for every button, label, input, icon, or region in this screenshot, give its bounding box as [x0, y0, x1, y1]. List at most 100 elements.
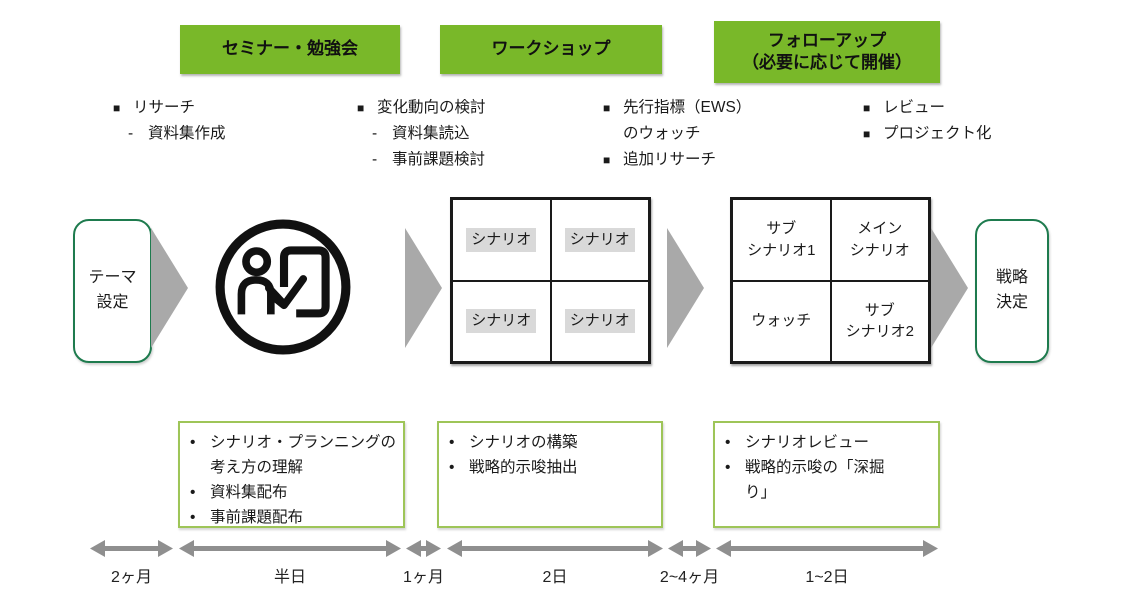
arrowhead-right-icon [648, 540, 663, 557]
deliverable-item: • シナリオレビュー [725, 430, 934, 455]
matrix-cell: サブ シナリオ2 [830, 280, 929, 362]
arrowhead-right-icon [426, 540, 441, 557]
task-item: ■ 変化動向の検討 [357, 95, 486, 121]
bullet-icon: • [725, 434, 731, 451]
square-bullet-icon: ■ [357, 101, 365, 115]
spacer [603, 121, 623, 147]
square-bullet-icon: ■ [113, 101, 121, 115]
duration-label: 半日 [273, 569, 307, 586]
task-subitem: - 事前課題検討 [357, 147, 486, 173]
cell-label: サブ [864, 301, 895, 319]
arrowhead-right-icon [923, 540, 938, 557]
dash-bullet-icon: - [128, 125, 134, 142]
deliverable-item: • シナリオ・プランニングの考え方の理解 [190, 430, 399, 480]
matrix-cell: サブ シナリオ1 [732, 199, 831, 281]
timeline-segment: 2日 [447, 540, 663, 586]
timeline-segment: 1~2日 [716, 540, 938, 586]
timeline-segment: 半日 [179, 540, 401, 586]
node-label: 戦略 [995, 269, 1028, 287]
task-text: 資料集作成 [148, 125, 226, 142]
scenario-label: シナリオ [466, 227, 537, 252]
arrowhead-right-icon [158, 540, 173, 557]
matrix-cell: メイン シナリオ [830, 199, 929, 281]
phase-header-workshop: ワークショップ [440, 25, 662, 74]
deliverables-box-seminar: • シナリオ・プランニングの考え方の理解 • 資料集配布 • 事前課題配布 [178, 421, 405, 528]
duration-label: 1ヶ月 [403, 569, 444, 586]
square-bullet-icon: ■ [603, 153, 611, 167]
task-text: 変化動向の検討 [377, 99, 486, 116]
task-list-seminar: ■ リサーチ - 資料集作成 [113, 95, 226, 147]
deliverable-item: • 戦略的示唆の「深掘り」 [725, 455, 934, 505]
bullet-icon: • [449, 434, 455, 451]
bullet-icon: • [190, 484, 196, 501]
scenario-label: シナリオ [564, 309, 635, 334]
matrix-cell: シナリオ [550, 280, 649, 362]
duration-label: 1~2日 [805, 569, 849, 586]
dash-bullet-icon: - [372, 125, 378, 142]
square-bullet-icon: ■ [603, 101, 611, 115]
scenario-label: シナリオ [564, 227, 635, 252]
task-list-review: ■ レビュー ■ プロジェクト化 [863, 95, 992, 147]
task-subitem: - 資料集読込 [357, 121, 486, 147]
phase-header-followup: フォローアップ （必要に応じて開催） [714, 21, 940, 83]
duration-label: 2~4ヶ月 [659, 569, 720, 586]
presentation-icon [215, 219, 351, 355]
timeline-line [458, 546, 652, 551]
cell-label: ウォッチ [751, 312, 812, 330]
task-item: ■ リサーチ [113, 95, 226, 121]
task-item: ■ プロジェクト化 [863, 121, 992, 147]
phase-header-seminar: セミナー・勉強会 [180, 25, 400, 74]
node-label: 決定 [995, 294, 1028, 311]
timeline-line [417, 546, 430, 551]
task-item: ■ レビュー [863, 95, 992, 121]
phase-title: フォローアップ [767, 30, 887, 50]
deliverable-text: 戦略的示唆の「深掘り」 [745, 459, 885, 501]
deliverable-text: シナリオレビュー [745, 434, 870, 451]
deliverables-box-followup: • シナリオレビュー • 戦略的示唆の「深掘り」 [713, 421, 940, 528]
bullet-icon: • [190, 434, 196, 451]
task-text: リサーチ [133, 99, 196, 116]
duration-label: 2ヶ月 [111, 569, 152, 586]
flow-arrow-icon [667, 228, 704, 348]
task-item-continuation: のウォッチ [603, 121, 751, 147]
flow-arrow-icon [151, 228, 188, 348]
task-text: レビュー [883, 99, 946, 116]
deliverable-text: 戦略的示唆抽出 [469, 459, 578, 476]
arrowhead-right-icon [696, 540, 711, 557]
deliverable-item: • 事前課題配布 [190, 505, 399, 530]
cell-label: シナリオ [849, 241, 910, 259]
phase-title: ワークショップ [491, 39, 611, 59]
cell-label: メイン [857, 220, 903, 237]
bullet-icon: • [725, 459, 731, 476]
phase-title: セミナー・勉強会 [222, 39, 358, 59]
timeline-segment: 2ヶ月 [90, 540, 173, 586]
matrix-cell: シナリオ [452, 280, 551, 362]
theme-setting-node: テーマ 設定 [73, 219, 152, 363]
matrix-cell: シナリオ [452, 199, 551, 281]
node-label: 設定 [96, 294, 129, 311]
task-subitem: - 資料集作成 [113, 121, 226, 147]
square-bullet-icon: ■ [863, 101, 871, 115]
cell-label: サブ [766, 220, 797, 237]
arrowhead-right-icon [386, 540, 401, 557]
timeline-line [727, 546, 927, 551]
deliverable-item: • シナリオの構築 [449, 430, 657, 455]
scenario-result-matrix: サブ シナリオ1 メイン シナリオ ウォッチ サブ シナリオ2 [730, 197, 931, 364]
task-item: ■ 追加リサーチ [603, 147, 751, 173]
matrix-cell: シナリオ [550, 199, 649, 281]
task-list-ews: ■ 先行指標（EWS） のウォッチ ■ 追加リサーチ [603, 95, 751, 173]
deliverables-box-workshop: • シナリオの構築 • 戦略的示唆抽出 [437, 421, 663, 528]
matrix-cell: ウォッチ [732, 280, 831, 362]
deliverable-text: 資料集配布 [210, 484, 288, 501]
duration-label: 2日 [542, 569, 568, 586]
task-text: プロジェクト化 [883, 125, 992, 142]
task-list-workshop: ■ 変化動向の検討 - 資料集読込 - 事前課題検討 [357, 95, 486, 173]
flow-arrow-icon [931, 228, 968, 348]
timeline-line [101, 546, 162, 551]
cell-label: シナリオ1 [747, 241, 816, 259]
task-text: 事前課題検討 [392, 151, 486, 168]
scenario-label: シナリオ [466, 309, 537, 334]
square-bullet-icon: ■ [863, 127, 871, 141]
phase-subtitle: （必要に応じて開催） [742, 53, 912, 72]
dash-bullet-icon: - [372, 151, 378, 168]
